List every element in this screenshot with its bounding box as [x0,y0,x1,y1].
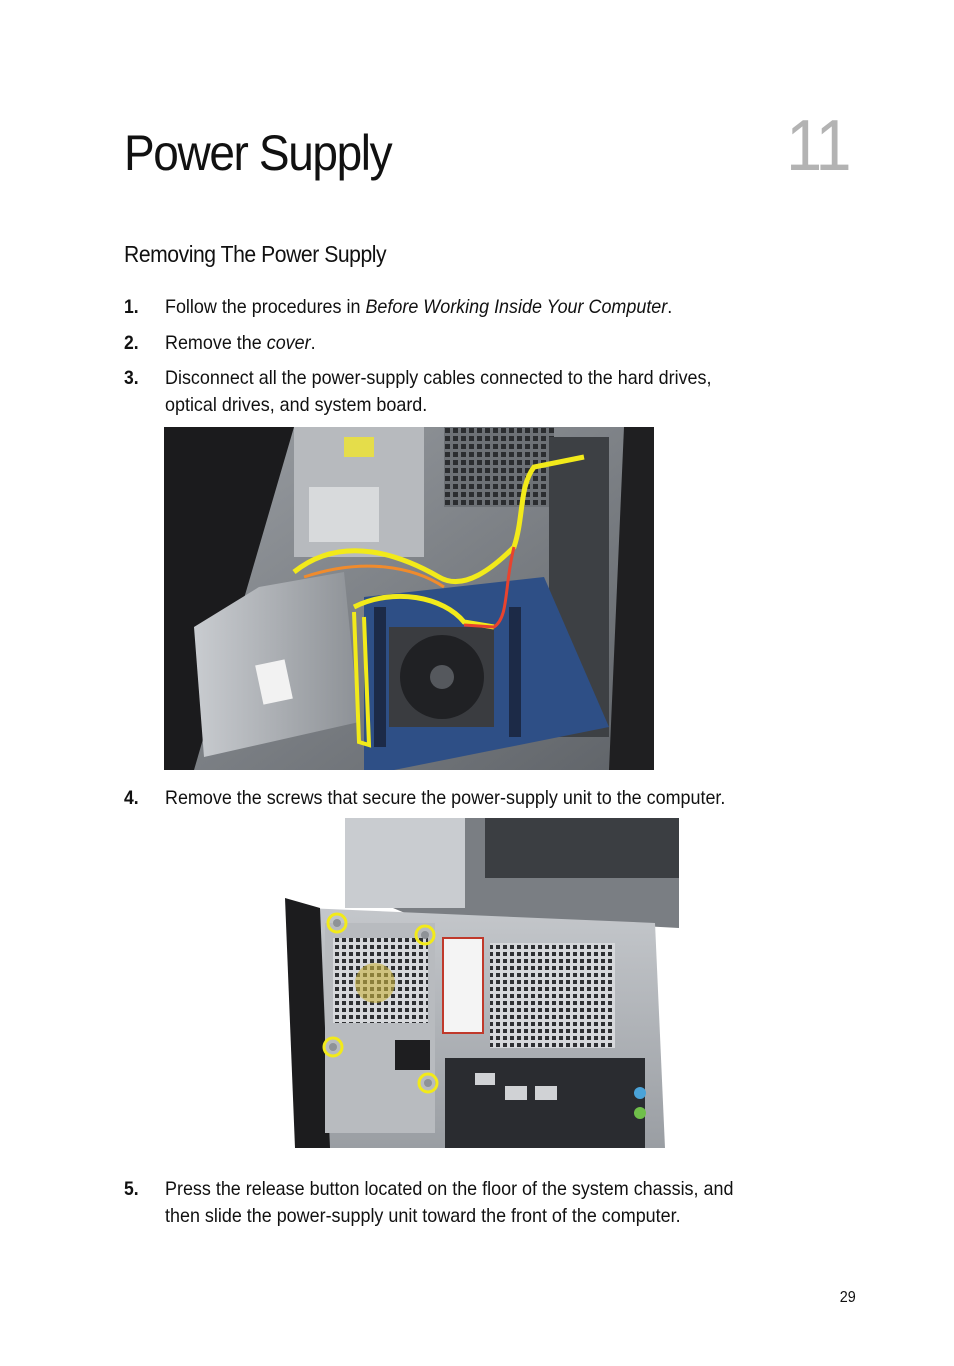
step-number: 4. [124,787,139,809]
photo-power-supply-screws [285,818,679,1148]
step-number: 1. [124,296,139,318]
step-text: Remove the screws that secure the power-… [165,787,726,809]
step-number: 5. [124,1178,139,1200]
step-text: Disconnect all the power-supply cables c… [165,367,712,416]
photo-power-supply-cables [164,427,654,770]
section-heading: Removing The Power Supply [124,241,387,267]
chapter-title: Power Supply [124,125,393,181]
step-text: Follow the procedures in Before Working … [165,296,673,318]
step-text: Press the release button located on the … [165,1178,734,1227]
chapter-number: 11 [786,106,851,186]
step-number: 3. [124,367,139,389]
step-text: Remove the cover. [165,332,316,354]
step-number: 2. [124,332,139,354]
page-number: 29 [839,1289,856,1306]
rear-panel-illustration [285,818,679,1148]
cross-reference-link[interactable]: cover [266,332,311,354]
chassis-interior-illustration [164,427,654,770]
cross-reference-link[interactable]: Before Working Inside Your Computer [365,296,668,318]
